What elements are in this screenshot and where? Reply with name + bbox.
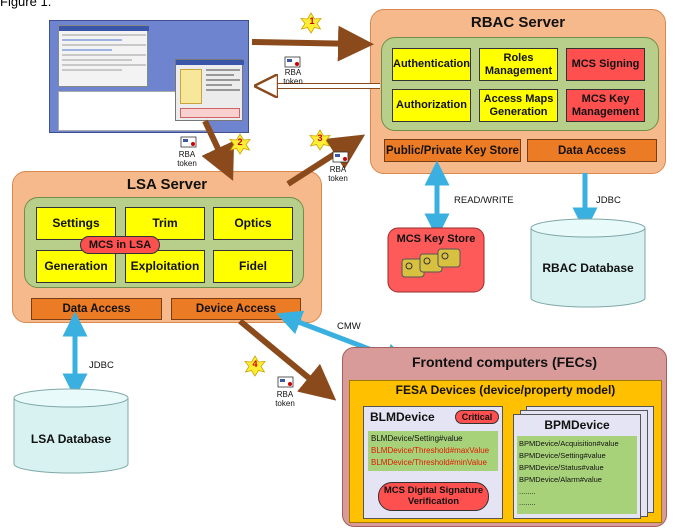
- authorization-box: Authorization: [392, 89, 471, 122]
- bpm-property: BPMDevice/Alarm#value: [519, 475, 602, 484]
- step-star-1: [300, 12, 322, 34]
- access-maps-generation-box: Access Maps Generation: [479, 89, 558, 122]
- bpm-property: BPMDevice/Setting#value: [519, 451, 606, 460]
- mcs-in-lsa-pill: MCS in LSA: [80, 236, 160, 254]
- cmw-label: CMW: [337, 321, 361, 332]
- bpm-property: ........: [519, 498, 536, 507]
- rbac-jdbc-label: JDBC: [596, 195, 621, 206]
- step-star-2: [229, 133, 251, 155]
- rbac-server-title: RBAC Server: [470, 14, 566, 31]
- generation-box: Generation: [36, 250, 116, 283]
- token-icon-1: [284, 56, 301, 68]
- blm-property: BLMDevice/Threshold#minValue: [371, 458, 487, 467]
- fidel-box: Fidel: [213, 250, 293, 283]
- rbac-database-cylinder: [530, 218, 646, 308]
- authentication-box: Authentication: [392, 48, 471, 81]
- token-icon-3: [332, 151, 349, 163]
- step-star-3: [309, 129, 331, 151]
- arrow-lsa-to-rbac: [286, 134, 366, 187]
- screenshot-window-1: [58, 25, 149, 87]
- step-label-2: 2: [237, 137, 243, 147]
- optics-box: Optics: [213, 207, 293, 240]
- key-icons: [401, 248, 461, 278]
- lsa-device-access-bar: Device Access: [171, 298, 301, 320]
- blm-device-title: BLMDevice: [370, 410, 435, 424]
- bpm-property: BPMDevice/Acquisition#value: [519, 439, 619, 448]
- figure-label: Figure 1.: [0, 0, 52, 9]
- fesa-devices-title: FESA Devices (device/property model): [395, 383, 616, 397]
- read-write-label: READ/WRITE: [454, 195, 514, 206]
- blm-properties-panel: BLMDevice/Setting#value BLMDevice/Thresh…: [368, 431, 498, 471]
- screenshot-window-3: [175, 59, 244, 121]
- rba-token-label-1: RBA token: [283, 68, 303, 86]
- roles-management-box: Roles Management: [479, 48, 558, 81]
- mcs-signing-box: MCS Signing: [566, 48, 645, 81]
- exploitation-box: Exploitation: [125, 250, 205, 283]
- trim-box: Trim: [125, 207, 205, 240]
- lsa-database-label: LSA Database: [30, 432, 112, 446]
- bpm-property: BPMDevice/Status#value: [519, 463, 604, 472]
- blm-property: BLMDevice/Threshold#maxValue: [371, 446, 490, 455]
- step-star-4: [244, 355, 266, 377]
- token-icon-4: [277, 376, 294, 388]
- settings-box: Settings: [36, 207, 116, 240]
- mcs-key-management-box: MCS Key Management: [566, 89, 645, 122]
- critical-badge: Critical: [455, 410, 499, 424]
- console-screenshot: [49, 20, 249, 133]
- fec-title: Frontend computers (FECs): [411, 354, 598, 370]
- rba-token-label-2: RBA token: [177, 150, 197, 168]
- mcs-key-store-label: MCS Key Store: [396, 233, 476, 245]
- rbac-database-label: RBAC Database: [542, 261, 634, 275]
- bpm-device-title: BPMDevice: [544, 418, 610, 432]
- rbac-key-store-bar: Public/Private Key Store: [384, 139, 521, 162]
- step-label-3: 3: [317, 133, 323, 143]
- mcs-signature-verification: MCS Digital Signature Verification: [378, 482, 489, 511]
- rba-token-label-3: RBA token: [328, 165, 348, 183]
- step-label-1: 1: [309, 16, 315, 26]
- bpm-property: ........: [519, 487, 536, 496]
- arrow-console-to-lsa: [201, 119, 235, 181]
- lsa-database-cylinder: [13, 388, 129, 474]
- lsa-jdbc-label: JDBC: [89, 360, 114, 371]
- rbac-data-access-bar: Data Access: [527, 139, 657, 162]
- bpm-properties-panel: BPMDevice/Acquisition#value BPMDevice/Se…: [517, 436, 637, 514]
- rba-token-label-4: RBA token: [275, 390, 295, 408]
- lsa-server-title: LSA Server: [126, 176, 208, 193]
- step-label-4: 4: [252, 359, 258, 369]
- arrow-request-to-rbac: [251, 25, 374, 62]
- token-icon-2: [180, 136, 197, 148]
- blm-property: BLMDevice/Setting#value: [371, 434, 463, 443]
